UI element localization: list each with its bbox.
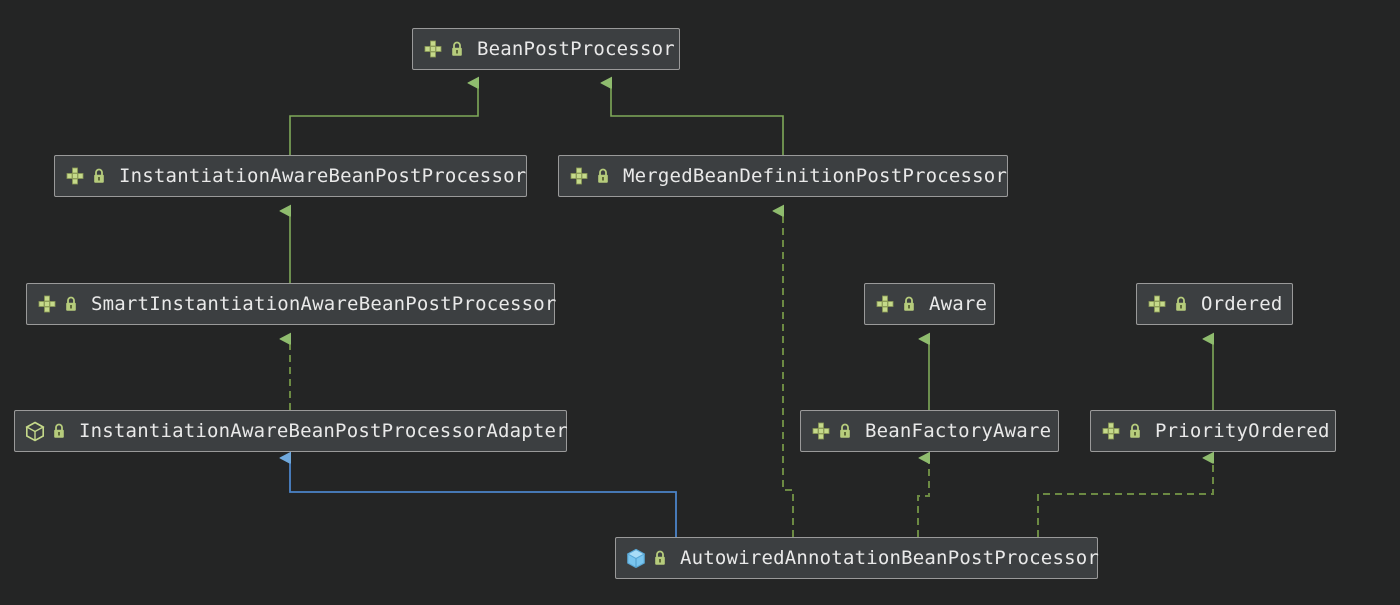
class-name-label: AutowiredAnnotationBeanPostProcessor	[680, 547, 1100, 569]
class-name-label: BeanPostProcessor	[477, 38, 675, 60]
interface-icon	[570, 167, 588, 185]
lock-icon	[840, 423, 850, 438]
interface-icon	[1102, 422, 1120, 440]
class-name-label: PriorityOrdered	[1155, 420, 1330, 442]
lock-icon	[598, 168, 608, 183]
interface-icon	[1148, 295, 1166, 313]
node-icons	[1147, 294, 1188, 314]
class-node-aware[interactable]: Aware	[864, 283, 995, 325]
class-name-label: MergedBeanDefinitionPostProcessor	[623, 165, 1008, 187]
class-node-ordered[interactable]: Ordered	[1136, 283, 1293, 325]
edge-autowired-to-priorityordered	[1037, 458, 1214, 537]
class-node-instantiationawarebeanpostprocessor[interactable]: InstantiationAwareBeanPostProcessor	[54, 155, 527, 197]
concrete-class-icon	[626, 548, 646, 568]
lock-icon	[66, 296, 76, 311]
interface-icon	[38, 295, 56, 313]
node-icons	[37, 294, 78, 314]
lock-icon	[1130, 423, 1140, 438]
class-node-autowiredannotationbeanpostprocessor[interactable]: AutowiredAnnotationBeanPostProcessor	[615, 537, 1100, 579]
interface-icon	[66, 167, 84, 185]
node-icons	[811, 421, 852, 441]
node-icons	[25, 421, 66, 442]
abstract-class-icon	[25, 421, 45, 441]
lock-icon	[54, 423, 64, 438]
edge-instantiationaware-to-beanpostprocessor	[289, 83, 478, 155]
class-node-smartinstantiationawarebeanpostprocessor[interactable]: SmartInstantiationAwareBeanPostProcessor	[26, 283, 557, 325]
class-node-mergedbeandefinitionpostprocessor[interactable]: MergedBeanDefinitionPostProcessor	[558, 155, 1008, 197]
lock-icon	[1176, 296, 1186, 311]
class-node-beanpostprocessor[interactable]: BeanPostProcessor	[412, 28, 680, 70]
edge-autowired-to-adapter	[290, 458, 677, 537]
lock-icon	[904, 296, 914, 311]
lock-icon	[94, 168, 104, 183]
node-icons	[875, 294, 916, 314]
interface-icon	[812, 422, 830, 440]
interface-icon	[424, 40, 442, 58]
node-icons	[626, 548, 667, 569]
node-icons	[65, 166, 106, 186]
lock-icon	[655, 550, 665, 565]
edge-autowired-to-mergedbeandefinition	[783, 211, 794, 537]
class-name-label: SmartInstantiationAwareBeanPostProcessor	[91, 293, 557, 315]
class-node-priorityordered[interactable]: PriorityOrdered	[1090, 410, 1336, 452]
edge-autowired-to-beanfactoryaware	[917, 458, 930, 537]
interface-icon	[876, 295, 894, 313]
lock-icon	[452, 41, 462, 56]
node-icons	[569, 166, 610, 186]
class-name-label: Aware	[929, 293, 988, 315]
class-node-instantiationawarebeanpostprocessoradapter[interactable]: InstantiationAwareBeanPostProcessorAdapt…	[14, 410, 568, 452]
class-name-label: Ordered	[1201, 293, 1283, 315]
edge-mergedbeandefinition-to-beanpostprocessor	[611, 83, 784, 155]
class-name-label: BeanFactoryAware	[865, 420, 1052, 442]
class-name-label: InstantiationAwareBeanPostProcessorAdapt…	[79, 420, 568, 442]
class-node-beanfactoryaware[interactable]: BeanFactoryAware	[800, 410, 1059, 452]
class-name-label: InstantiationAwareBeanPostProcessor	[119, 165, 527, 187]
node-icons	[1101, 421, 1142, 441]
node-icons	[423, 39, 464, 59]
